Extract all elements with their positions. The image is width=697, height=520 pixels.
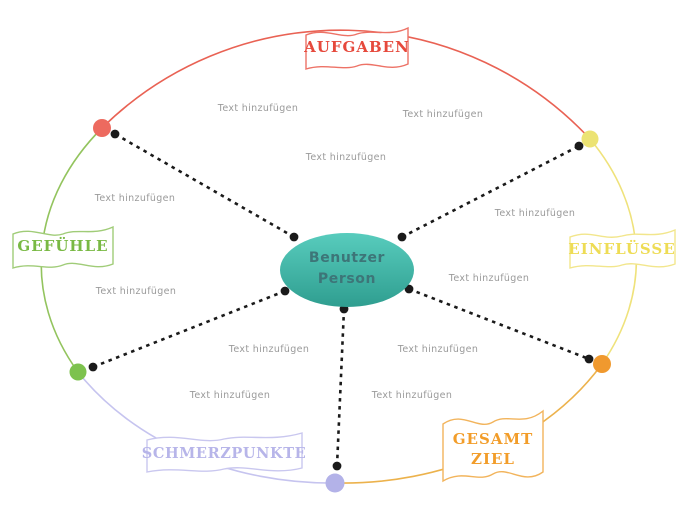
gesamtziel-banner-label-line2[interactable]: ZIEL xyxy=(471,450,515,468)
connector-endpoint-dot xyxy=(332,461,342,471)
connector-endpoint-dot xyxy=(574,141,584,151)
connector-endpoint-dot xyxy=(280,286,290,296)
placeholder-add-text[interactable]: Text hinzufügen xyxy=(397,344,478,355)
schmerzpunkte-banner-ribbon[interactable] xyxy=(146,432,303,473)
connector-schmerzpunkte xyxy=(335,308,346,467)
placeholder-add-text[interactable]: Text hinzufügen xyxy=(305,152,386,163)
connector-endpoint-dot xyxy=(110,129,120,139)
placeholder-add-text[interactable]: Text hinzufügen xyxy=(371,390,452,401)
placeholder-add-text[interactable]: Text hinzufügen xyxy=(94,193,175,204)
placeholder-add-text[interactable]: Text hinzufügen xyxy=(95,286,176,297)
gefuehle-banner[interactable]: GEFÜHLE xyxy=(12,225,114,269)
gefuehle-banner-ribbon[interactable] xyxy=(12,225,114,269)
connector-endpoint-dot xyxy=(289,232,299,242)
placeholder-add-text[interactable]: Text hinzufügen xyxy=(494,208,575,219)
aufgaben-node-dot[interactable] xyxy=(93,119,111,137)
connector-aufgaben xyxy=(401,144,580,239)
connector-endpoint-dot xyxy=(397,232,407,242)
connector-endpoint-dot xyxy=(404,284,414,294)
center-node[interactable]: Benutzer Person xyxy=(280,233,414,307)
gesamtziel-banner-ribbon[interactable] xyxy=(442,409,544,483)
placeholder-add-text[interactable]: Text hinzufügen xyxy=(217,103,298,114)
einfluesse-banner-ribbon[interactable] xyxy=(569,228,676,269)
placeholder-add-text[interactable]: Text hinzufügen xyxy=(402,109,483,120)
arc-aufgaben xyxy=(101,29,591,140)
connector-endpoint-dot xyxy=(584,354,594,364)
connector-endpoint-dot xyxy=(88,362,98,372)
schmerzpunkte-banner[interactable]: SCHMERZPUNKTE xyxy=(142,432,307,473)
placeholder-add-text[interactable]: Text hinzufügen xyxy=(448,273,529,284)
placeholder-add-text[interactable]: Text hinzufügen xyxy=(228,344,309,355)
center-node-ellipse[interactable] xyxy=(280,233,414,307)
center-node-title-line2[interactable]: Person xyxy=(318,271,376,287)
aufgaben-banner-ribbon[interactable] xyxy=(305,26,409,70)
center-node-title-line1[interactable]: Benutzer xyxy=(309,250,385,266)
schmerzpunkte-banner-label[interactable]: SCHMERZPUNKTE xyxy=(142,445,307,462)
einfluesse-banner[interactable]: EINFLÜSSE xyxy=(568,228,676,269)
gesamtziel-banner[interactable]: GESAMT ZIEL xyxy=(442,409,544,483)
gefuehle-banner-label[interactable]: GEFÜHLE xyxy=(17,236,108,255)
einfluesse-node-dot[interactable] xyxy=(581,130,599,148)
schmerzpunkte-node-dot[interactable] xyxy=(325,473,345,493)
connector-gefuehle-top xyxy=(114,132,295,239)
connector-gesamtziel xyxy=(92,289,286,369)
gefuehle-node-dot[interactable] xyxy=(69,363,87,381)
gesamtziel-banner-label-line1[interactable]: GESAMT xyxy=(453,430,533,448)
einfluesse-banner-label[interactable]: EINFLÜSSE xyxy=(568,239,675,258)
gesamtziel-node-dot[interactable] xyxy=(593,355,611,373)
aufgaben-banner-label[interactable]: AUFGABEN xyxy=(303,38,410,56)
placeholder-add-text[interactable]: Text hinzufügen xyxy=(189,390,270,401)
aufgaben-banner[interactable]: AUFGABEN xyxy=(303,26,410,70)
